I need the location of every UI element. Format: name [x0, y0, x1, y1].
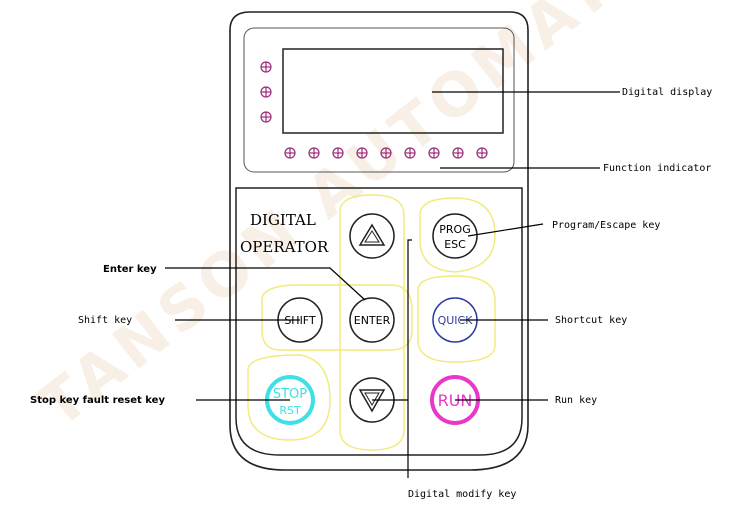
enter-key-label: ENTER — [354, 314, 391, 327]
enter-key[interactable]: ENTER — [349, 297, 395, 343]
indicator-led — [476, 147, 488, 159]
panel-title-line2: OPERATOR — [240, 238, 329, 256]
status-led — [260, 111, 272, 123]
prog-outline — [419, 197, 496, 273]
device-body — [229, 11, 529, 471]
label-function-indicator: Function indicator — [603, 163, 711, 174]
prog-key-label: PROG — [439, 223, 470, 236]
indicator-led — [380, 147, 392, 159]
quick-outline — [417, 275, 496, 363]
indicator-led — [332, 147, 344, 159]
label-digital-display: Digital display — [622, 87, 712, 98]
label-enter-key: Enter key — [103, 264, 157, 275]
display-area — [243, 27, 515, 173]
indicator-led — [356, 147, 368, 159]
stop-key-label: STOP — [273, 387, 307, 402]
indicator-led — [428, 147, 440, 159]
label-shortcut-key: Shortcut key — [555, 315, 627, 326]
up-key[interactable] — [349, 213, 395, 259]
up-arrow-icon — [358, 223, 386, 246]
leader-enter-key — [165, 267, 366, 301]
leader-program-escape — [467, 223, 544, 237]
keypad-area — [235, 187, 523, 456]
key-group-highlights — [247, 194, 496, 451]
quick-key-label: QUICK — [438, 314, 474, 327]
label-stop-key: Stop key fault reset key — [30, 395, 165, 406]
label-run-key: Run key — [555, 395, 597, 406]
indicator-led — [308, 147, 320, 159]
status-led — [260, 86, 272, 98]
display-led-group — [260, 61, 272, 123]
rst-key-label: RST — [279, 404, 301, 417]
stop-outline — [247, 354, 331, 441]
esc-key-label: ESC — [444, 238, 466, 251]
leader-digital-modify — [407, 239, 412, 478]
function-indicator-leds — [284, 147, 488, 159]
label-program-escape: Program/Escape key — [552, 220, 660, 231]
prog-esc-key[interactable]: PROG ESC — [432, 213, 478, 259]
modify-group-outline — [339, 194, 405, 451]
indicator-led — [284, 147, 296, 159]
indicator-led — [452, 147, 464, 159]
status-led — [260, 61, 272, 73]
digital-display — [282, 48, 504, 134]
label-shift-key: Shift key — [78, 315, 132, 326]
label-digital-modify: Digital modify key — [408, 489, 516, 500]
shift-enter-outline — [261, 284, 413, 351]
leader-lines — [165, 91, 620, 478]
panel-title-line1: DIGITAL — [250, 211, 316, 229]
quick-key[interactable]: QUICK — [432, 297, 478, 343]
shift-key-label: SHIFT — [284, 314, 316, 327]
indicator-led — [404, 147, 416, 159]
